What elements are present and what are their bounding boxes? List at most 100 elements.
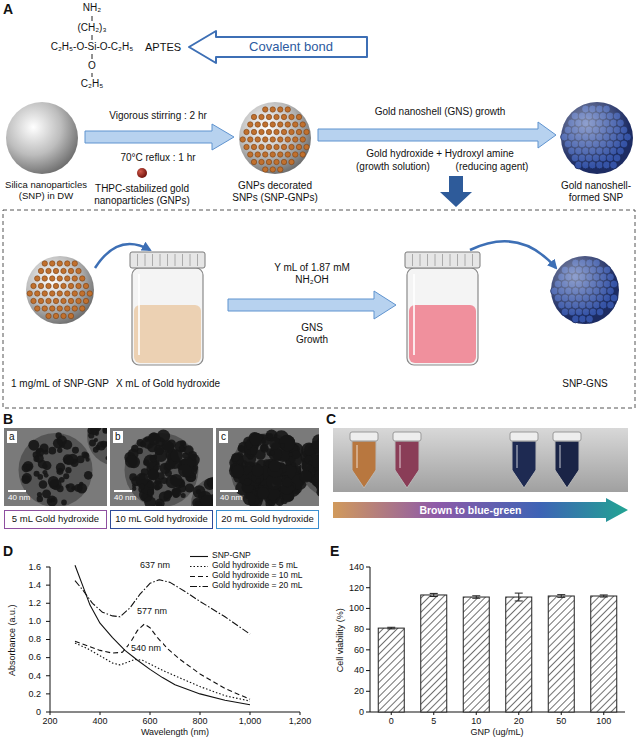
gold-nanoparticle (270, 107, 275, 112)
legend-sample (190, 556, 208, 557)
gold-nanoparticle (57, 276, 62, 281)
gold-particle (23, 461, 34, 472)
gold-nanoparticle (270, 152, 275, 157)
gold-particle (178, 464, 191, 477)
tick-label: 80 (354, 624, 364, 634)
gold-particle (270, 450, 275, 455)
silica-sphere (6, 102, 78, 174)
gold-nanoparticle (27, 291, 32, 296)
gold-nanoparticle (296, 144, 301, 149)
scale-label: 40 nm (8, 493, 30, 502)
gold-nanoparticle (274, 159, 279, 164)
error-cap (515, 593, 523, 594)
arrow-shape (333, 498, 628, 522)
tick-mark (46, 585, 50, 586)
glass-shine (413, 274, 415, 355)
gold-nanoparticle (50, 291, 55, 296)
gold-nanoparticle (281, 144, 286, 149)
gold-particle (48, 476, 59, 487)
tick-mark (46, 639, 50, 640)
condition-box: 10 mL Gold hydroxide (110, 510, 213, 529)
gold-nanoparticle (255, 137, 260, 142)
caption: X mL of Gold hydroxide (116, 378, 220, 390)
gold-nanoparticle (53, 268, 58, 273)
gold-nanoparticle (68, 313, 73, 318)
gold-particle (26, 464, 32, 470)
step-note: Vigorous stirring : 2 hr (109, 110, 207, 122)
tick-label: 0 (359, 707, 364, 717)
error-cap (557, 594, 565, 595)
gold-nanoparticle (31, 283, 36, 288)
tick-label: 0 (389, 716, 394, 726)
gold-particle (65, 467, 71, 473)
caption: Silica nanoparticles (SNP) in DW (0, 180, 93, 202)
gold-nanoparticle (289, 159, 294, 164)
caption: SNP-GNS (562, 378, 608, 390)
gold-nanoparticle (281, 159, 286, 164)
gold-nanoparticle (50, 261, 55, 266)
gold-particle (148, 432, 161, 445)
tick-mark (46, 712, 50, 713)
gold-particle (312, 440, 319, 448)
gold-particle (42, 489, 51, 498)
gold-nanoparticle (259, 114, 264, 119)
gold-nanoparticle (65, 261, 70, 266)
gold-nanoparticle (270, 122, 275, 127)
tick-mark (46, 657, 50, 658)
gold-nanoparticle (42, 276, 47, 281)
bar (591, 596, 617, 712)
vial-cap (405, 252, 480, 268)
tick-label: 40 (354, 665, 364, 675)
gold-particle (250, 433, 264, 447)
gold-particle (22, 473, 32, 483)
tube-shine (516, 445, 518, 468)
gold-particle (40, 444, 49, 453)
sphere-shine (551, 256, 619, 324)
process-arrow (85, 124, 234, 150)
error-cap (472, 595, 480, 596)
tick-mark (46, 693, 50, 694)
gold-nanoparticle (248, 152, 253, 157)
formula: C₂H₅-O-Si-O-C₂H₅ (51, 41, 133, 53)
tick-mark (150, 712, 151, 715)
gold-nanoparticle (38, 298, 43, 303)
gold-nanoparticle (278, 122, 283, 127)
error-cap (387, 627, 395, 628)
cap-ridge (145, 254, 146, 266)
curved-arrow (470, 241, 556, 268)
gold-nanoparticle (46, 268, 51, 273)
tick-label: 1.2 (28, 598, 41, 608)
scale-bar (114, 490, 132, 492)
legend-text: Gold hydroxide = 5 mL (212, 561, 298, 571)
gold-nanoparticle (38, 268, 43, 273)
gold-nanoparticle (304, 129, 309, 134)
vial-liquid (134, 305, 201, 363)
gold-nanoparticle (293, 152, 298, 157)
cap-ridge (167, 254, 168, 266)
process-arrow (228, 291, 396, 319)
gold-particle (132, 484, 136, 488)
gold-particle (90, 428, 99, 435)
gold-nanoparticle (278, 167, 283, 172)
step-note: (reducing agent) (456, 161, 529, 173)
gold-particle (170, 474, 183, 487)
bar (421, 595, 447, 712)
gold-nanoparticle (285, 122, 290, 127)
gold-particle (94, 431, 99, 436)
silica-sphere (239, 102, 311, 174)
down-arrow (440, 176, 472, 207)
error-cap (387, 628, 395, 629)
gold-particle (249, 433, 262, 446)
step-note: (growth solution) (356, 161, 430, 173)
axis-title: Wavelength (nm) (141, 727, 209, 737)
gold-nanoparticle (281, 129, 286, 134)
nanoshell-sphere (561, 102, 633, 174)
gold-particle (252, 465, 264, 477)
gold-particle (257, 487, 269, 499)
gold-nanoparticle (278, 137, 283, 142)
gold-nanoparticle (76, 268, 81, 273)
image-letter: a (7, 431, 17, 443)
tem-background (110, 428, 213, 506)
gold-particle (308, 461, 312, 465)
axis-title: GNP (ug/mL) (471, 727, 524, 737)
